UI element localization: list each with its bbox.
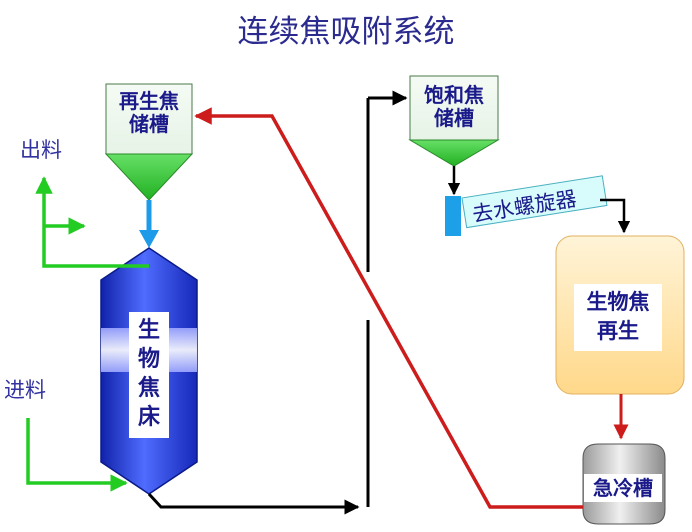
regenerator-label-line: 生物焦 <box>586 289 650 314</box>
feed-arrow <box>139 200 159 248</box>
bed-label: 生 物 焦 床 <box>129 312 169 438</box>
dewater-screw <box>445 175 608 236</box>
return-line <box>194 107 583 509</box>
regen-tank-label-line: 储槽 <box>129 112 169 136</box>
quench-label: 急冷槽 <box>584 474 662 502</box>
regen-tank-label-line: 再生焦 <box>119 89 179 113</box>
dewater-to-regen-arrow <box>600 198 631 234</box>
bed-label-char: 物 <box>137 346 160 372</box>
saturated-tank-label-line: 饱和焦 <box>424 83 484 107</box>
regenerator-label-line: 再生 <box>597 318 639 343</box>
regenerator-label: 生物焦 再生 <box>574 284 662 351</box>
saturated-coke-hopper <box>408 75 500 167</box>
output-line <box>35 176 149 268</box>
saturated-tank-label-line: 储槽 <box>434 106 474 130</box>
output-label: 出料 <box>20 138 62 162</box>
bed-label-char: 生 <box>137 317 160 343</box>
input-line <box>26 418 128 492</box>
bed-label-char: 床 <box>137 404 160 430</box>
regen-coke-hopper <box>104 83 194 201</box>
bed-label-char: 焦 <box>137 375 160 401</box>
transport-line <box>147 90 408 515</box>
saturated-tank-label: 饱和焦 储槽 <box>414 84 494 130</box>
input-label: 进料 <box>4 378 46 402</box>
regen-tank-label: 再生焦 储槽 <box>112 90 186 136</box>
diagram-title: 连续焦吸附系统 <box>237 14 455 50</box>
